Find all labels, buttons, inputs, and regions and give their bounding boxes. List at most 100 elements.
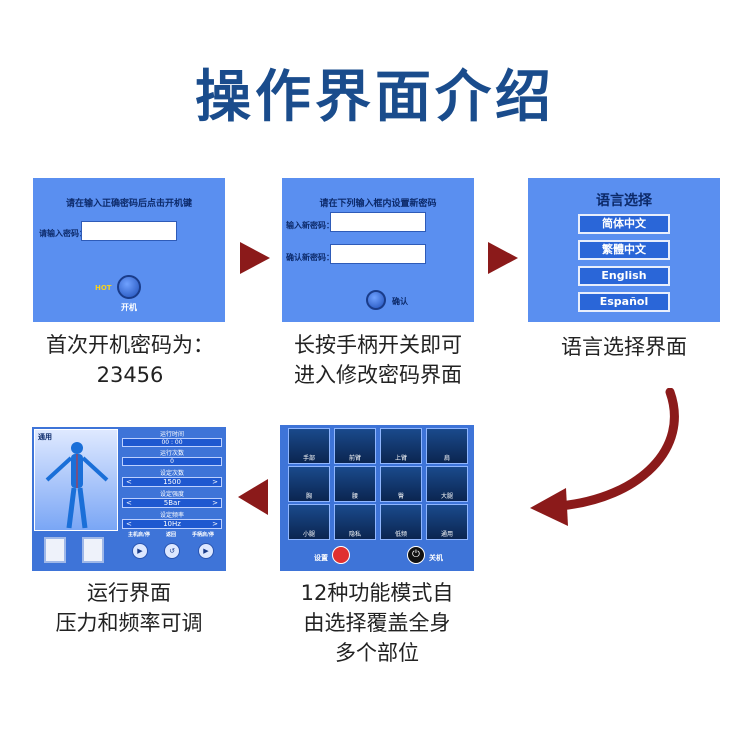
brand-logo: HOT [95,284,112,292]
return-label: 返回 [166,532,177,538]
screen1-caption: 首次开机密码为： 23456 [20,330,240,390]
set-strength-selector: < 5Bar > [122,498,222,508]
page-title: 操作界面介绍 [195,65,555,130]
screen-language: 语言选择 简体中文 繁體中文 English Español [528,178,720,322]
arrow-right-1 [240,242,270,274]
set-freq-value: 10Hz [163,520,181,528]
screen4-caption-line1: 12种功能模式自 [300,581,454,605]
set-count-selector: < 1500 > [122,477,222,487]
screen4-caption-line3: 多个部位 [335,641,419,665]
confirm-password-input[interactable] [330,244,426,264]
run-time-row: 运行时间 00 : 00 [122,429,222,447]
mode-tile-label: 肩 [443,455,450,462]
screen1-caption-line2: 23456 [96,363,164,387]
mode-tile[interactable]: 通用 [426,504,468,540]
mode-tile[interactable]: 手部 [288,428,330,464]
handle-thumb-1[interactable] [44,537,66,563]
set-strength-row: 设定强度 < 5Bar > [122,489,222,508]
mode-tile[interactable]: 大腿 [426,466,468,502]
mode-tile[interactable]: 腰 [334,466,376,502]
set-strength-increase-button[interactable]: > [212,499,218,507]
screen2-caption: 长按手柄开关即可 进入修改密码界面 [268,330,488,390]
lang-button-spanish[interactable]: Español [578,292,670,312]
confirm-button[interactable] [366,290,386,310]
run-count-value: 0 [122,457,222,466]
screen-power-on: 请在输入正确密码后点击开机键 请输入密码： HOT 开机 [33,178,225,322]
mode-tile-label: 低频 [394,531,407,538]
main-start-label: 主机启/停 [128,532,150,538]
set-freq-increase-button[interactable]: > [212,520,218,528]
arrow-left [238,479,268,515]
handle-thumb-2[interactable] [82,537,104,563]
main-start-button[interactable]: ▶ [132,543,148,559]
screen4-caption: 12种功能模式自 由选择覆盖全身 多个部位 [266,578,488,668]
mode-tile-label: 隐私 [348,531,361,538]
mode-tile-label: 小腿 [302,531,315,538]
arrow-right-2 [488,242,518,274]
mode-tile[interactable]: 肩 [426,428,468,464]
run-count-label: 运行次数 [159,450,184,457]
body-figure [45,442,109,529]
mode-tile-label: 腰 [351,493,358,500]
return-button[interactable]: ↺ [164,543,180,559]
screen1-caption-line1: 首次开机密码为： [46,333,214,357]
confirm-password-label: 确认新密码： [286,253,334,262]
set-count-decrease-button[interactable]: < [126,478,132,486]
run-time-label: 运行时间 [159,431,184,438]
mode-name: 通用 [38,433,52,441]
mode-tile-label: 前臂 [348,455,361,462]
screen-change-password: 请在下列输入框内设置新密码 输入新密码： 确认新密码： 确认 [282,178,474,322]
mode-tile-label: 胸 [305,493,312,500]
mode-tile[interactable]: 臀 [380,466,422,502]
mode-tile[interactable]: 前臂 [334,428,376,464]
curved-arrow [530,388,679,526]
screen1-heading: 请在输入正确密码后点击开机键 [65,199,192,209]
lang-button-english[interactable]: English [578,266,670,286]
lang-button-simplified-chinese[interactable]: 简体中文 [578,214,670,234]
handle-start-label: 手柄启/停 [192,532,214,538]
new-password-label: 输入新密码： [286,221,334,230]
settings-button[interactable] [332,546,350,564]
body-figure-area: 通用 [34,429,118,531]
screen2-caption-line2: 进入修改密码界面 [294,363,462,387]
mode-tile-label: 臀 [397,493,404,500]
power-on-button[interactable] [117,275,141,299]
set-strength-label: 设定强度 [159,491,184,498]
settings-label: 设置 [314,554,328,562]
screen5-caption-line2: 压力和频率可调 [55,611,203,635]
confirm-label: 确认 [392,297,408,306]
run-time-value: 00 : 00 [122,438,222,447]
mode-tile-label: 上臂 [394,455,407,462]
screen-running: 通用 运行时间 00 : 00 运行次数 0 设定次数 < 1500 > 设定强… [32,427,226,571]
mode-tile[interactable]: 上臂 [380,428,422,464]
set-strength-value: 5Bar [163,499,181,507]
password-label: 请输入密码： [39,229,87,238]
set-count-increase-button[interactable]: > [212,478,218,486]
language-heading: 语言选择 [596,193,652,209]
screen5-caption: 运行界面 压力和频率可调 [18,578,240,638]
mode-tile[interactable]: 小腿 [288,504,330,540]
mode-tile[interactable]: 低频 [380,504,422,540]
mode-tile[interactable]: 隐私 [334,504,376,540]
run-count-row: 运行次数 0 [122,448,222,466]
lang-button-traditional-chinese[interactable]: 繁體中文 [578,240,670,260]
set-freq-decrease-button[interactable]: < [126,520,132,528]
mode-tile-label: 通用 [440,531,453,538]
screen4-caption-line2: 由选择覆盖全身 [303,611,451,635]
set-count-value: 1500 [163,478,181,486]
handle-start-button[interactable]: ▶ [198,543,214,559]
power-on-label: 开机 [121,303,137,312]
screen2-heading: 请在下列输入框内设置新密码 [319,199,437,209]
password-input[interactable] [81,221,177,241]
set-freq-row: 设定频率 < 10Hz > [122,510,222,529]
shutdown-label: 关机 [429,554,443,562]
mode-tile-label: 大腿 [440,493,453,500]
set-count-label: 设定次数 [159,470,184,477]
mode-tile-label: 手部 [302,455,315,462]
mode-tile[interactable]: 胸 [288,466,330,502]
power-icon[interactable]: ⏻ [407,546,425,564]
new-password-input[interactable] [330,212,426,232]
set-freq-label: 设定频率 [159,512,184,519]
screen5-caption-line1: 运行界面 [87,581,171,605]
set-strength-decrease-button[interactable]: < [126,499,132,507]
